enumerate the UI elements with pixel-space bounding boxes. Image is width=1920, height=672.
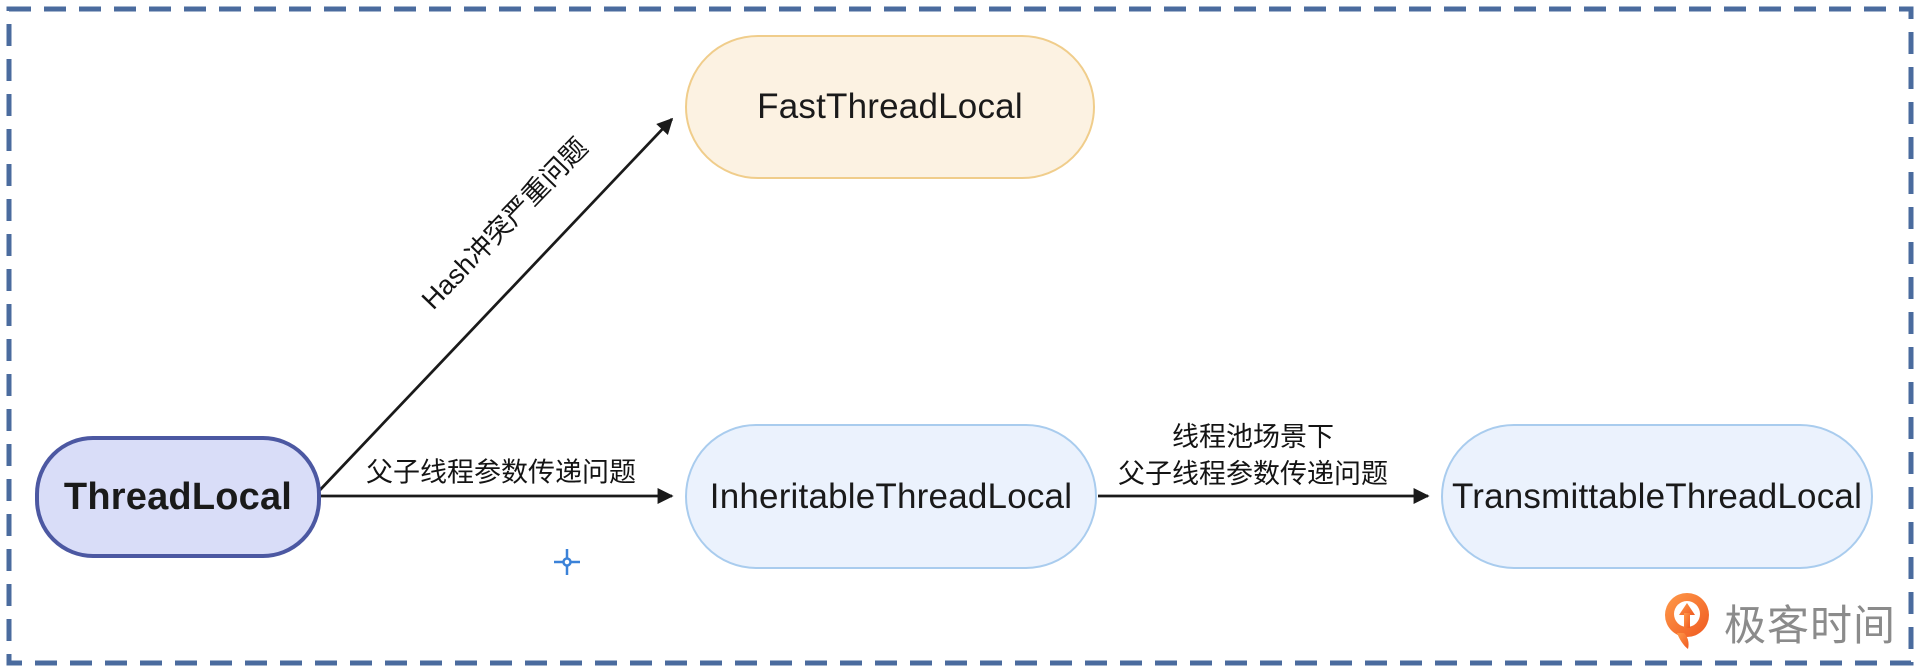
crosshair-cursor bbox=[554, 549, 580, 575]
node-inheritablethreadlocal-shape[interactable] bbox=[685, 424, 1097, 569]
edge-label-thread-pool-line2: 父子线程参数传递问题 bbox=[1118, 459, 1388, 489]
canvas-border bbox=[6, 6, 1914, 666]
edge-label-thread-pool: 线程池场景下 父子线程参数传递问题 bbox=[1118, 419, 1388, 493]
geektime-icon bbox=[1665, 593, 1709, 649]
edge-label-thread-pool-line1: 线程池场景下 bbox=[1172, 422, 1334, 452]
geektime-logo: 极客时间 bbox=[1662, 588, 1896, 656]
node-threadlocal-shape[interactable] bbox=[35, 436, 321, 558]
node-fastthreadlocal-shape[interactable] bbox=[685, 35, 1095, 179]
node-transmittablethreadlocal-shape[interactable] bbox=[1441, 424, 1873, 569]
geektime-brand-text: 极客时间 bbox=[1724, 601, 1897, 649]
edge-label-parent-child: 父子线程参数传递问题 bbox=[366, 457, 636, 488]
edge-hash-conflict[interactable] bbox=[318, 117, 674, 492]
